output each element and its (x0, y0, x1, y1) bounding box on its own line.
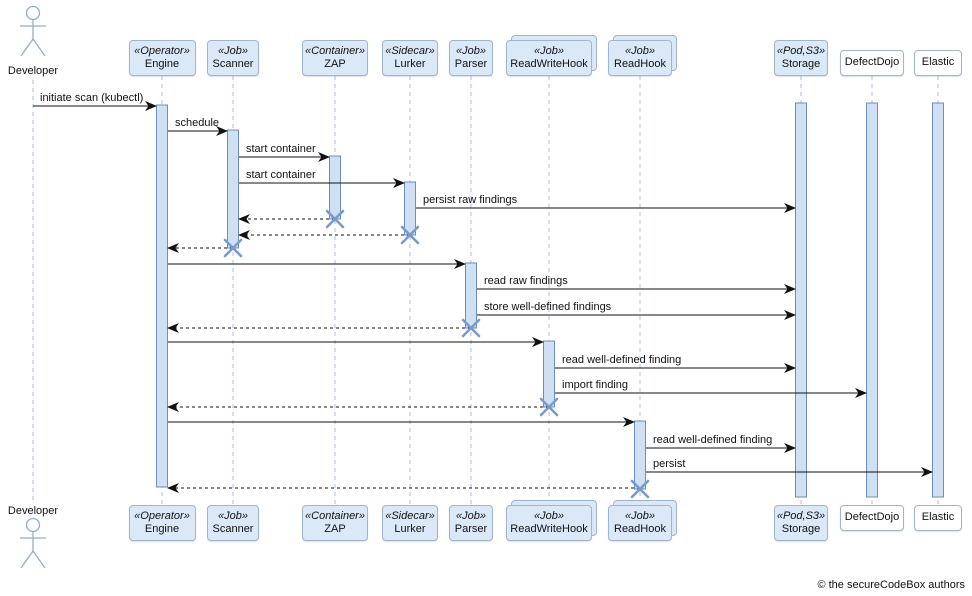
message-label-11: store well-defined findings (484, 301, 612, 313)
message-label-5: persist raw findings (423, 194, 518, 206)
message-label-14: read well-defined finding (562, 354, 681, 366)
actor-figure-developer-bottom (20, 517, 46, 569)
destroy-marker-4 (461, 318, 481, 338)
copyright-footer: © the secureCodeBox authors (817, 579, 965, 591)
activation-zap (329, 155, 341, 220)
activation-readwritehook (543, 340, 555, 408)
activation-scanner (227, 129, 239, 249)
activation-engine (156, 104, 168, 488)
message-label-4: start container (246, 169, 316, 181)
destroy-marker-1 (325, 209, 345, 229)
activation-parser (465, 262, 477, 329)
activation-elastic (932, 102, 944, 498)
activation-defectdojo (866, 102, 878, 498)
message-label-18: read well-defined finding (653, 434, 772, 446)
actor-label-developer-bottom: Developer (8, 505, 58, 517)
activation-lurker (404, 181, 416, 236)
message-label-3: start container (246, 143, 316, 155)
destroy-marker-3 (223, 238, 243, 258)
activation-readhook (634, 420, 646, 490)
destroy-marker-2 (400, 225, 420, 245)
destroy-marker-6 (630, 479, 650, 499)
message-label-15: import finding (562, 379, 628, 391)
message-label-10: read raw findings (484, 275, 568, 287)
actor-label-developer-top: Developer (8, 65, 58, 77)
destroy-marker-5 (539, 397, 559, 417)
message-label-19: persist (653, 458, 685, 470)
activation-storage (795, 102, 807, 498)
actor-figure-developer-top (20, 5, 46, 57)
message-label-2: schedule (175, 117, 219, 129)
message-label-1: initiate scan (kubectl) (40, 92, 143, 104)
